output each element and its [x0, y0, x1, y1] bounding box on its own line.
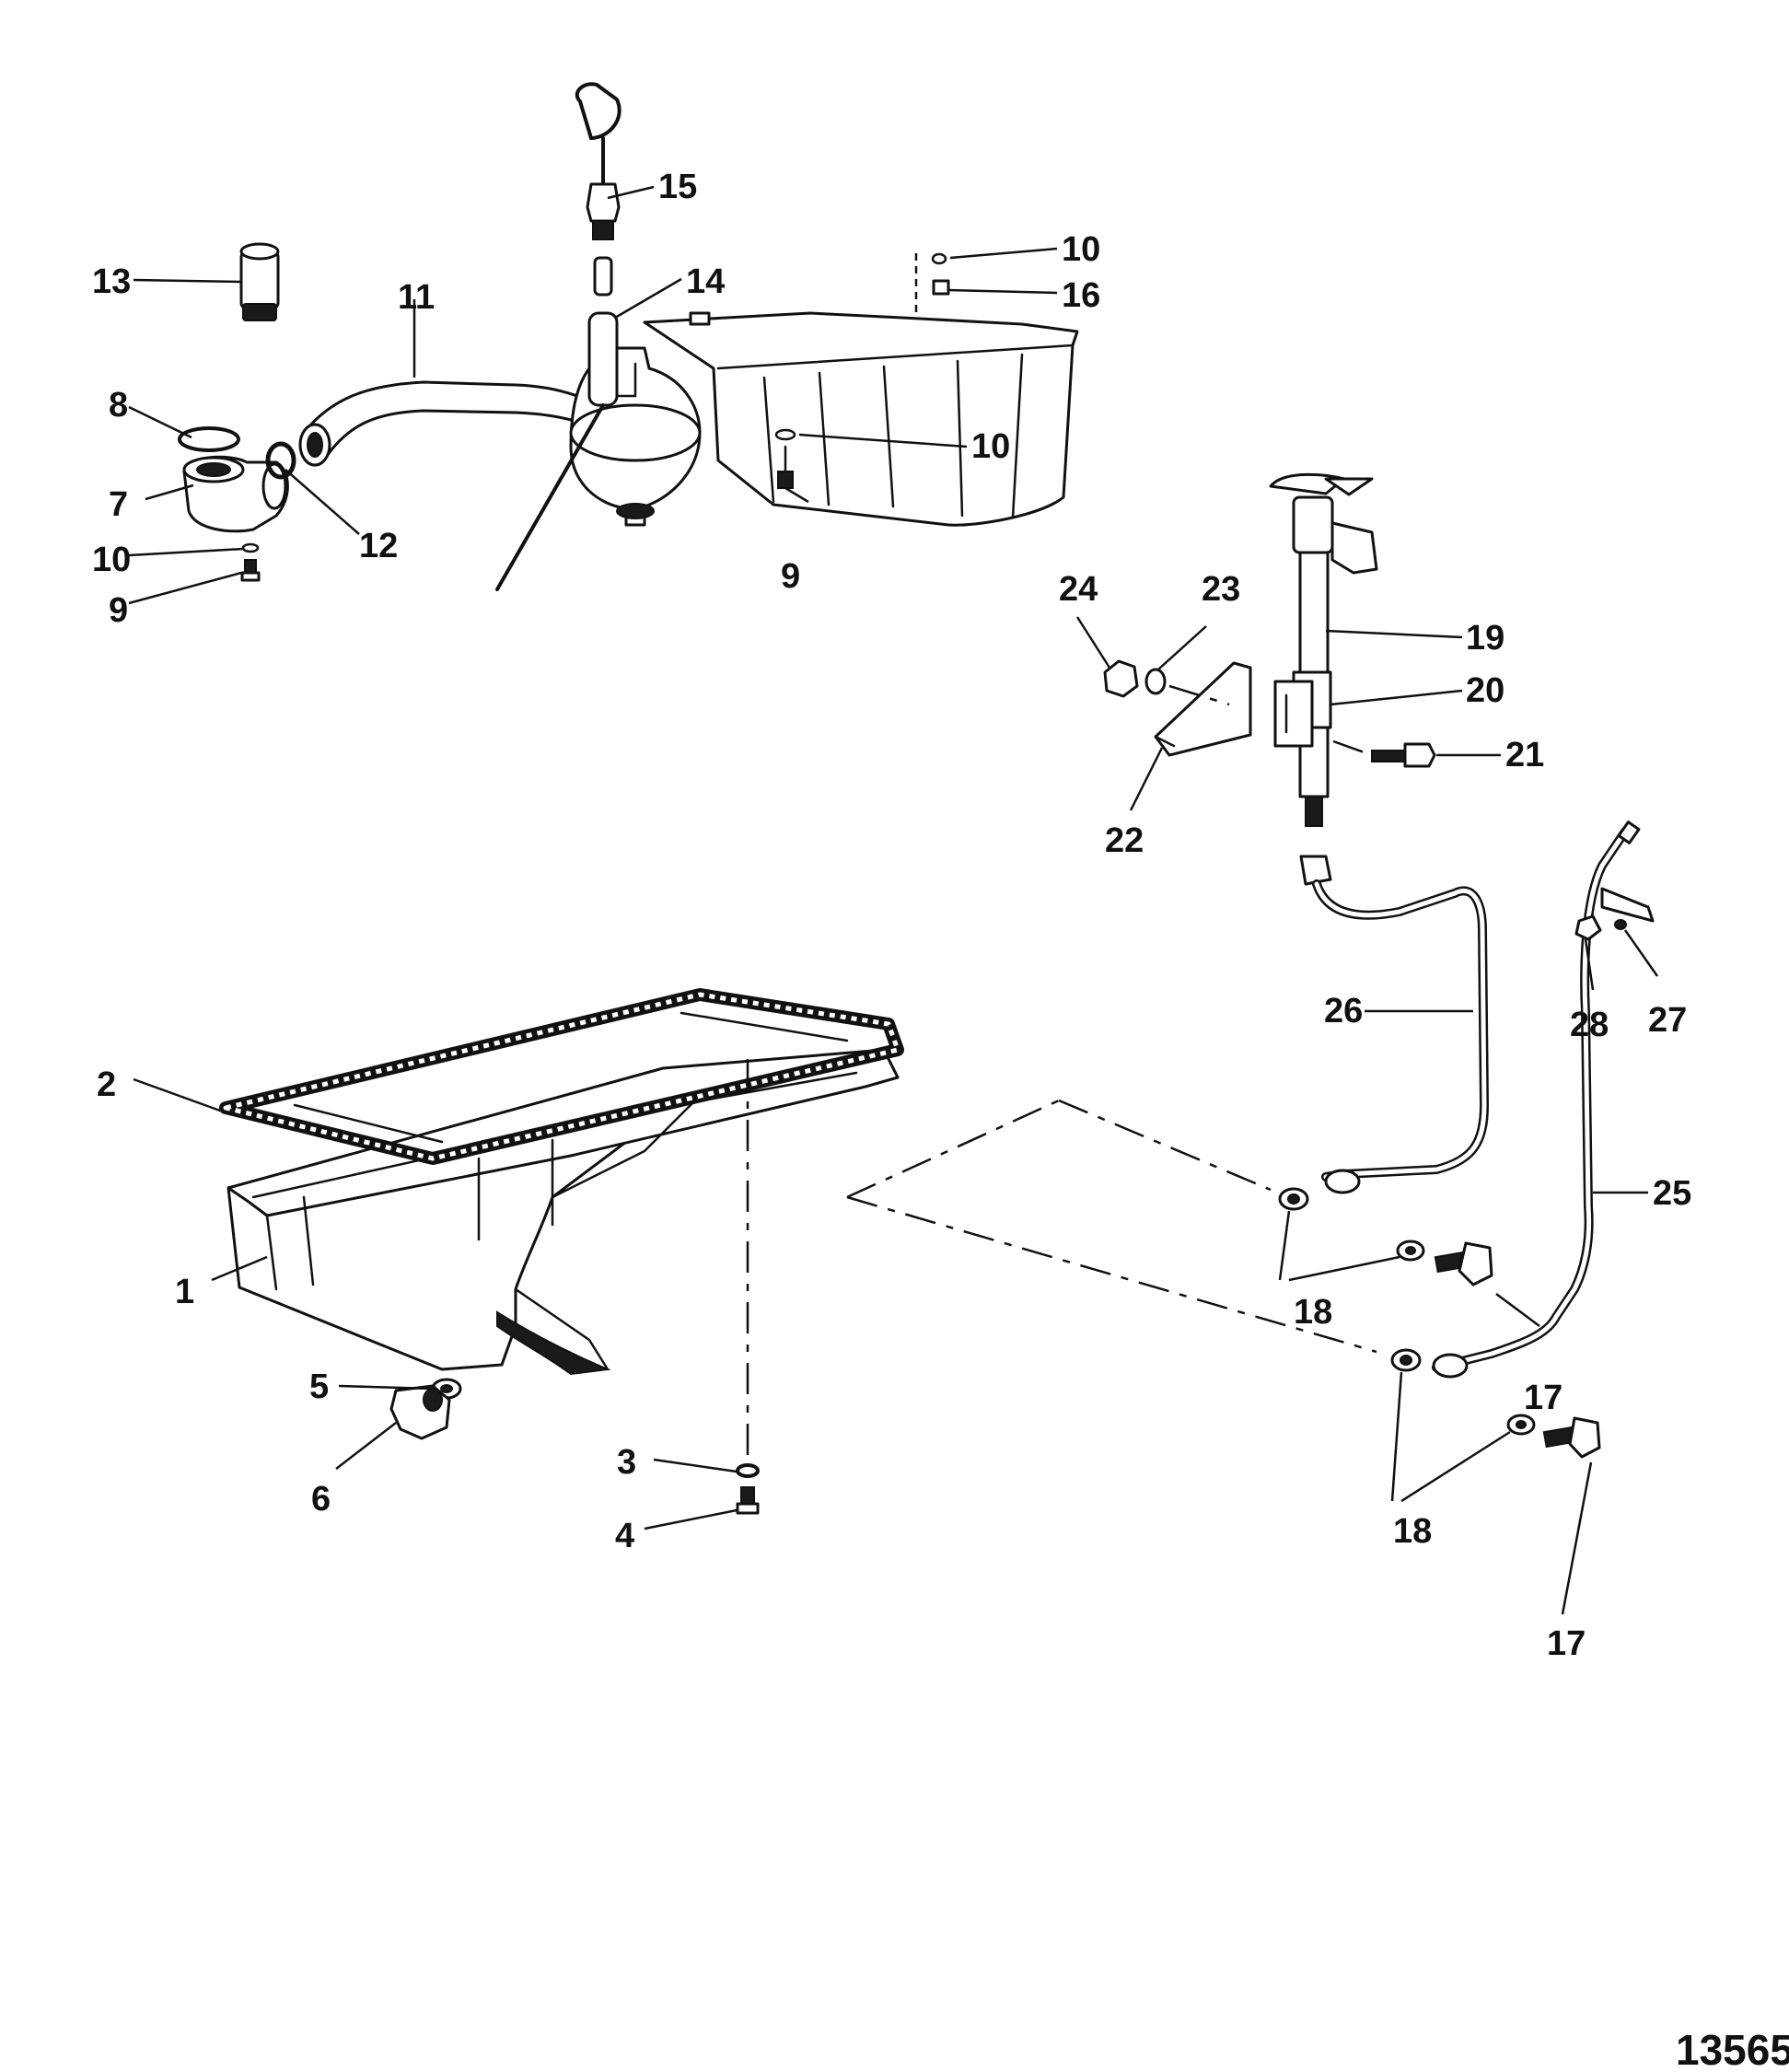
part-24-nut — [1103, 659, 1139, 698]
callout-16: 16 — [1062, 276, 1100, 315]
callout-21: 21 — [1505, 736, 1544, 774]
part-1-oil-pan — [227, 1048, 900, 1376]
part-9-10-center-bolt — [774, 428, 796, 489]
callout-23: 23 — [1202, 570, 1240, 609]
part-18-lower-washers — [1390, 1348, 1536, 1436]
part-22-bracket — [1154, 661, 1252, 757]
part-20-clamp — [1273, 680, 1314, 748]
pan-fitting-dashline — [846, 1099, 1060, 1199]
callout-5: 5 — [309, 1368, 329, 1406]
callout-26: 26 — [1324, 992, 1363, 1030]
part-12-gasket — [265, 441, 296, 480]
callout-9-center: 9 — [781, 557, 800, 596]
bolt21-dashline — [1332, 739, 1373, 757]
callout-7: 7 — [109, 485, 128, 524]
callout-28: 28 — [1570, 1006, 1609, 1044]
upper-fitting-dashline — [1058, 1099, 1272, 1192]
callout-4: 4 — [615, 1517, 634, 1555]
callout-25: 25 — [1653, 1174, 1691, 1213]
part-27-28-clip — [1574, 887, 1655, 941]
part-9-10-left-bolt — [240, 542, 261, 582]
part-19-pump — [1269, 472, 1378, 827]
part-21-bolt — [1371, 742, 1436, 768]
callout-1: 1 — [175, 1273, 194, 1311]
callout-20: 20 — [1466, 671, 1504, 710]
part-8-oring — [178, 426, 240, 452]
part-6-drain-plug — [389, 1384, 451, 1440]
callout-18-upper: 18 — [1294, 1293, 1332, 1332]
part-2-gasket — [219, 988, 904, 1165]
callout-10-right: 10 — [1062, 230, 1100, 269]
leader-lines — [128, 185, 1659, 1615]
callout-2: 2 — [97, 1065, 116, 1104]
part-17-upper-bolt — [1434, 1241, 1493, 1286]
callout-9-left: 9 — [109, 591, 128, 630]
bracket-dashline — [1168, 684, 1230, 706]
callout-19: 19 — [1466, 619, 1504, 658]
callout-17-upper: 17 — [1524, 1379, 1562, 1417]
callout-6: 6 — [311, 1480, 331, 1519]
callout-14: 14 — [686, 262, 725, 301]
callout-13: 13 — [92, 262, 131, 301]
callout-labels: 1 2 3 4 5 6 7 8 9 9 10 10 10 11 12 13 14… — [92, 168, 1691, 1663]
callout-17-lower: 17 — [1547, 1624, 1586, 1663]
callout-11: 11 — [398, 278, 435, 317]
callout-24: 24 — [1059, 570, 1098, 609]
part-23-lock-washer — [1144, 668, 1167, 695]
part-13-strainer — [239, 242, 280, 321]
callout-10-left: 10 — [92, 541, 131, 579]
callout-8: 8 — [109, 386, 128, 425]
callout-22: 22 — [1105, 821, 1144, 860]
part-17-lower-bolt — [1542, 1416, 1601, 1459]
callout-18-lower: 18 — [1393, 1512, 1432, 1551]
part-18-upper-washers — [1278, 1169, 1425, 1262]
callout-15: 15 — [658, 168, 697, 206]
part-26-tube — [1299, 855, 1490, 1182]
callout-27: 27 — [1648, 1001, 1687, 1040]
oil-baffle-tray — [643, 311, 1079, 527]
part-16-10-right-bolt — [914, 252, 950, 313]
part-7-elbow — [182, 455, 289, 533]
callout-10-center: 10 — [971, 427, 1010, 466]
figure-number: 13565 — [1676, 2026, 1789, 2072]
lower-fitting-dashline — [846, 1195, 1377, 1354]
part-14-15-dipstick — [495, 82, 622, 591]
callout-3: 3 — [617, 1443, 636, 1482]
callout-12: 12 — [359, 527, 398, 565]
part-4-bolt — [736, 1486, 760, 1515]
part-3-washer — [736, 1463, 760, 1478]
